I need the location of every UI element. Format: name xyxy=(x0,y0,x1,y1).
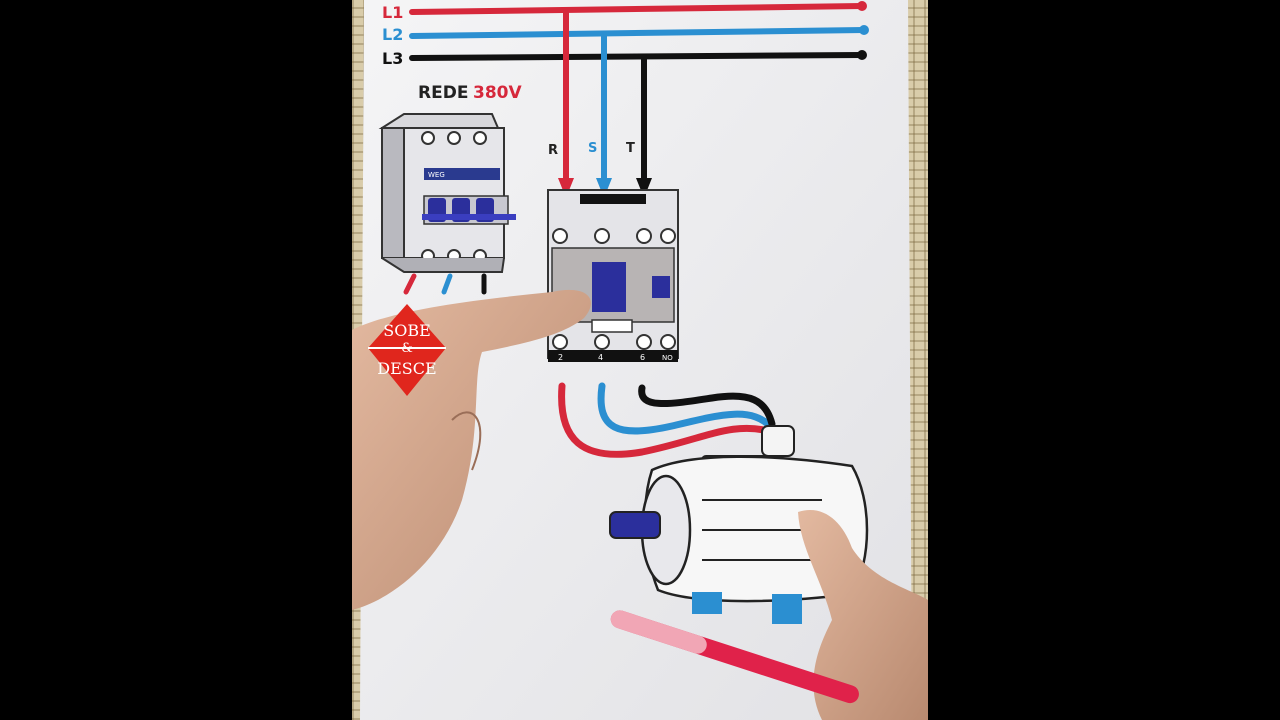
contactor-terminal-2: 2 xyxy=(558,353,563,362)
phase-label-r: R xyxy=(548,143,558,158)
phase-label-s: S xyxy=(588,141,597,156)
bus-line-l2 xyxy=(409,27,867,39)
contactor-terminal-no: NO xyxy=(662,354,673,362)
letterbox-right xyxy=(928,0,1280,720)
line-labels: L1 L2 L3 xyxy=(382,3,403,68)
bus-lines xyxy=(409,1,869,61)
wiring-drawing-photo: L1 L2 L3 REDE 380V R S T WEG xyxy=(352,0,928,720)
bus-end-l2 xyxy=(859,25,869,35)
bus-end-l3 xyxy=(857,50,867,60)
line-label-l2: L2 xyxy=(382,25,403,44)
watermark-line1: SOBE xyxy=(383,321,431,340)
watermark-amp: & xyxy=(401,341,413,356)
phase-drops xyxy=(558,12,652,198)
letterbox-left xyxy=(0,0,352,720)
contactor-drawing: 2 4 6 NO xyxy=(547,189,679,362)
video-frame: L1 L2 L3 REDE 380V R S T WEG xyxy=(352,0,928,720)
contactor-terminal-6: 6 xyxy=(640,353,645,362)
phase-label-t: T xyxy=(626,141,635,156)
line-label-l1: L1 xyxy=(382,3,403,22)
line-label-l3: L3 xyxy=(382,49,403,68)
channel-watermark-logo: SOBE & DESCE xyxy=(368,304,446,396)
network-voltage: 380V xyxy=(473,83,522,103)
breaker-brand: WEG xyxy=(428,171,445,179)
bus-line-l1 xyxy=(409,3,865,15)
watermark-line2: DESCE xyxy=(377,359,436,378)
watermark-diamond xyxy=(368,304,446,396)
bus-end-l1 xyxy=(857,1,867,11)
circuit-breaker-drawing: WEG xyxy=(378,113,516,295)
network-label: REDE xyxy=(418,83,468,103)
contactor-terminal-4: 4 xyxy=(598,353,603,362)
bus-line-l3 xyxy=(409,52,865,61)
electric-motor-drawing xyxy=(609,425,869,624)
hand-holding-pen xyxy=(610,509,928,720)
motor-cables xyxy=(558,382,776,458)
